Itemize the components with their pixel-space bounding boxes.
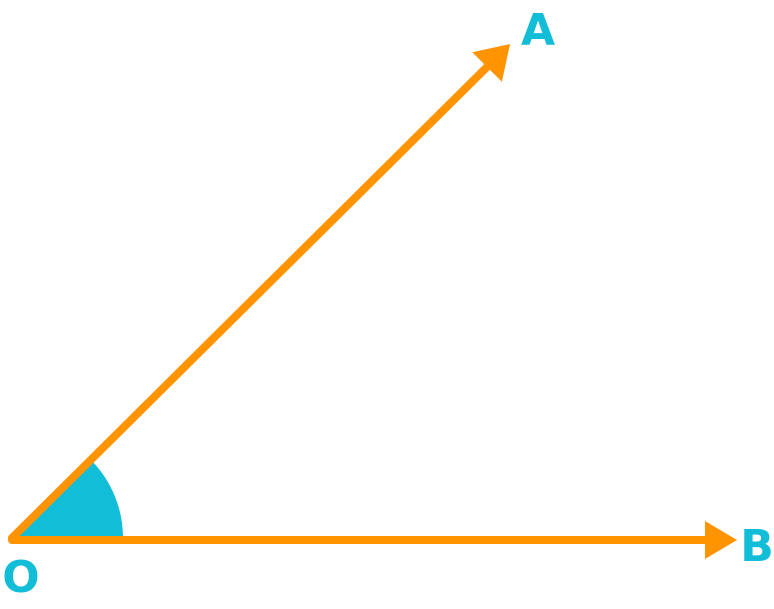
label-o: O: [2, 552, 39, 603]
arrowhead-b: [705, 521, 737, 559]
label-b: B: [740, 521, 774, 572]
angle-arc: [12, 460, 124, 538]
arrowhead-a: [472, 44, 510, 82]
ray-oa: [8, 59, 495, 542]
label-a: A: [521, 5, 555, 56]
